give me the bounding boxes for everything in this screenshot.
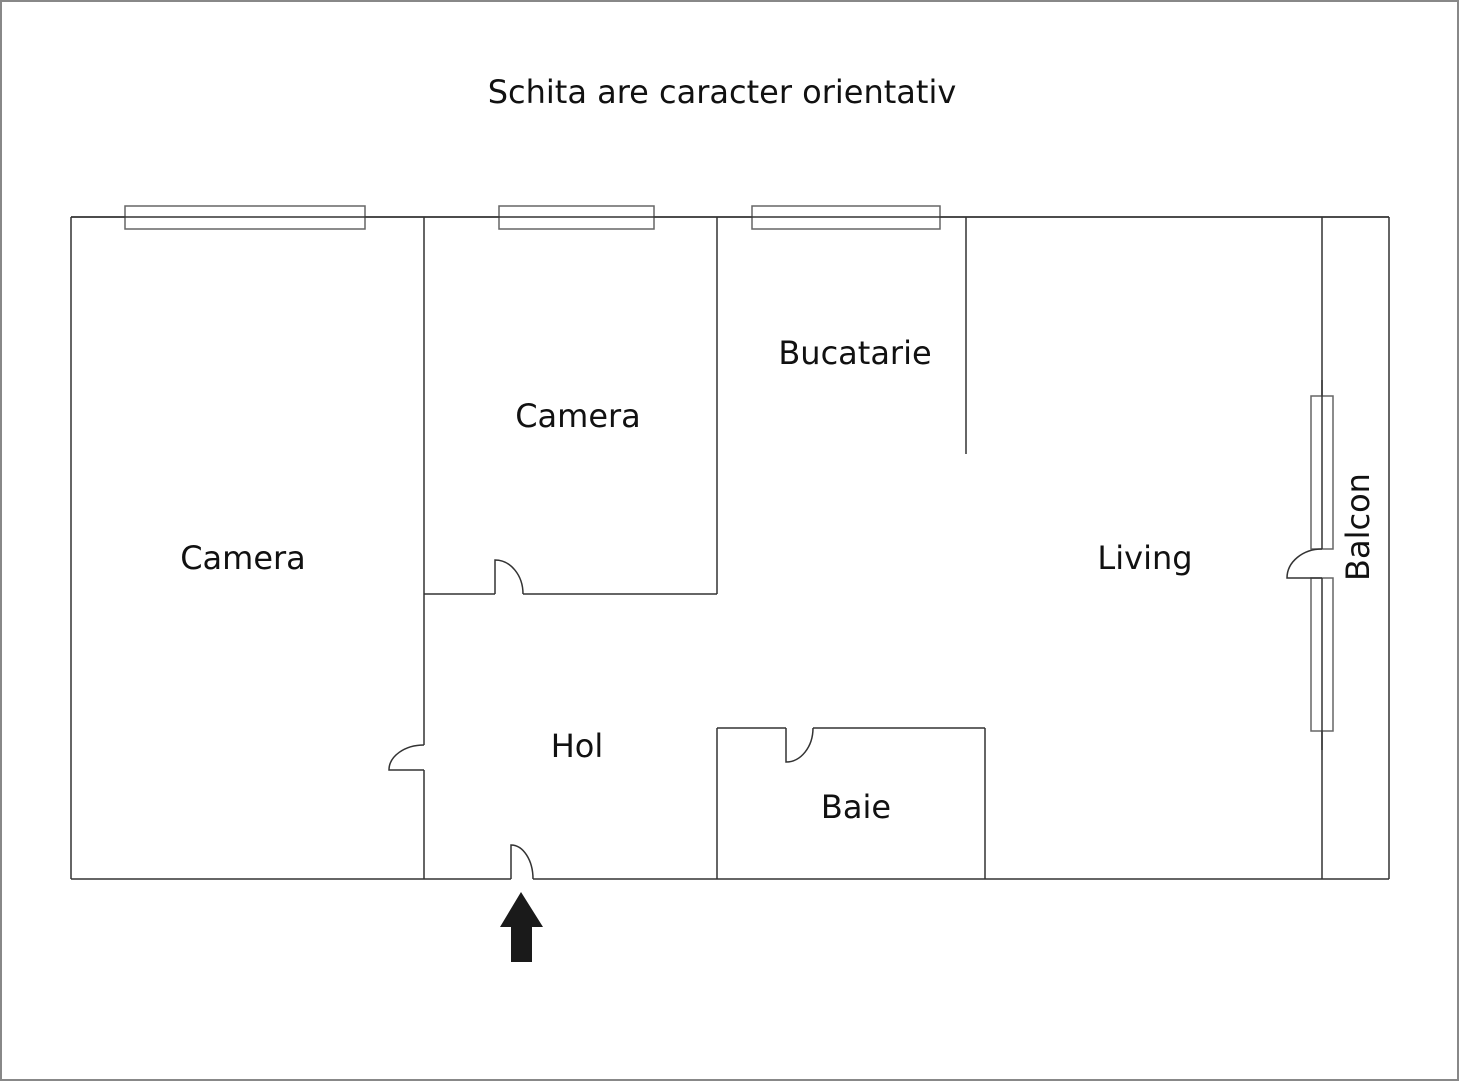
door-icon <box>494 559 524 595</box>
room-label-balcon: Balcon <box>1339 473 1377 581</box>
doors <box>388 548 1323 880</box>
entrance-arrow-icon <box>500 892 543 962</box>
door-icon <box>1286 548 1323 579</box>
room-label-baie: Baie <box>821 788 891 826</box>
door-icon <box>388 744 425 771</box>
plan-title: Schita are caracter orientativ <box>488 73 957 111</box>
door-icon <box>510 844 534 880</box>
door-icon <box>785 727 814 763</box>
room-label-living: Living <box>1097 539 1192 577</box>
windows <box>124 205 1334 732</box>
room-label-hol: Hol <box>551 727 604 765</box>
room-label-bucatarie: Bucatarie <box>778 334 931 372</box>
room-label-camera-middle: Camera <box>515 397 641 435</box>
room-label-camera-left: Camera <box>180 539 306 577</box>
